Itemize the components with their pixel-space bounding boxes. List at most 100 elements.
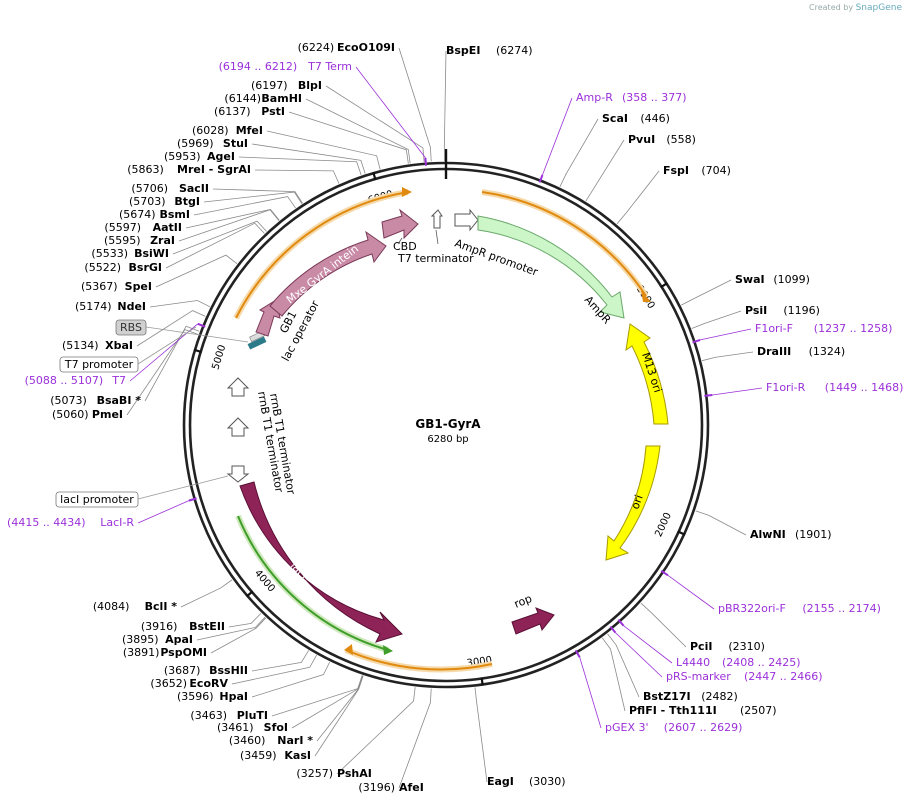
enzyme-site-pvui[interactable]: PvuI(558)	[628, 133, 696, 146]
enzyme-pos-stui: (5969)	[177, 137, 214, 150]
enzyme-site-kasi[interactable]: KasI(3459)	[240, 749, 311, 762]
enzyme-name-bsshii: BssHII	[209, 664, 248, 677]
enzyme-site-bcli[interactable]: BclI *(4084)	[93, 600, 177, 613]
ampr-promoter-feature[interactable]	[454, 208, 479, 232]
rrnb-terminator-1-feature[interactable]	[226, 377, 250, 397]
enzyme-pos-bsabi: (5073)	[50, 394, 87, 407]
enzyme-site-bsshii[interactable]: BssHII(3687)	[164, 664, 248, 677]
laci-feature[interactable]	[239, 481, 403, 643]
m13-ori-feature[interactable]	[625, 323, 669, 425]
enzyme-site-scai[interactable]: ScaI(446)	[602, 112, 670, 125]
enzyme-site-bsrgi[interactable]: BsrGI(5522)	[84, 261, 162, 274]
enzyme-site-hpai[interactable]: HpaI(3596)	[177, 690, 248, 703]
enzyme-connector-mrei-sgrai	[254, 169, 340, 184]
enzyme-connector-aatii	[185, 208, 280, 229]
laci-green-arc-head	[383, 645, 393, 655]
enzyme-name-fspi: FspI	[663, 164, 689, 177]
enzyme-site-ecorv[interactable]: EcoRV(3652)	[150, 677, 228, 690]
enzyme-site-afei[interactable]: AfeI(3196)	[358, 781, 423, 794]
rrnb-terminator-2-feature[interactable]	[226, 417, 250, 437]
cbd-feature[interactable]	[381, 208, 419, 240]
plasmid-size: 6280 bp	[427, 434, 468, 445]
enzyme-pos-bcli: (4084)	[93, 600, 130, 613]
enzyme-site-bsmi[interactable]: BsmI(5674)	[119, 208, 190, 221]
enzyme-site-sfoi[interactable]: SfoI(3461)	[217, 721, 288, 734]
ori-feature[interactable]	[605, 445, 661, 561]
enzyme-site-pshai[interactable]: PshAI(3257)	[296, 767, 371, 780]
enzyme-site-stui[interactable]: StuI(5969)	[177, 137, 248, 150]
primer-site-laci-r[interactable]: LacI-R(4415 .. 4434)	[7, 516, 134, 529]
amp-orange-arc-head	[641, 290, 651, 302]
enzyme-connector-psii	[691, 310, 742, 329]
primer-site-prs-marker[interactable]: pRS-marker(2447 .. 2466)	[666, 670, 823, 683]
enzyme-site-bamhi[interactable]: BamHI(6144)	[224, 92, 302, 105]
enzyme-site-aatii[interactable]: AatII(5597)	[104, 221, 182, 234]
enzyme-site-ecoo109i[interactable]: EcoO109I(6224)	[298, 41, 395, 54]
rbs-boxed-label[interactable]: RBS	[115, 319, 147, 336]
enzyme-name-scai: ScaI	[602, 112, 628, 125]
laci-promoter-feature[interactable]	[226, 465, 250, 483]
enzyme-site-psti[interactable]: PstI(6137)	[214, 105, 285, 118]
enzyme-site-zrai[interactable]: ZraI(5595)	[104, 234, 175, 247]
enzyme-site-mrei-sgrai[interactable]: MreI - SgrAI(5863)	[127, 163, 251, 176]
enzyme-site-btgi[interactable]: BtgI(5703)	[129, 195, 200, 208]
enzyme-name-afei: AfeI	[399, 781, 424, 794]
laci-promoter-boxed-label[interactable]: lacI promoter	[55, 491, 139, 508]
enzyme-site-fspi[interactable]: FspI(704)	[663, 164, 731, 177]
enzyme-site-apai[interactable]: ApaI(3895)	[122, 633, 193, 646]
primer-site-amp-r[interactable]: Amp-R(358 .. 377)	[576, 91, 687, 104]
primer-site-l4440[interactable]: L4440(2408 .. 2425)	[676, 656, 801, 669]
enzyme-site-mfei[interactable]: MfeI(6028)	[192, 124, 263, 137]
enzyme-pos-pshai: (3257)	[296, 767, 333, 780]
enzyme-connector-btgi	[203, 191, 303, 205]
enzyme-pos-apai: (3895)	[122, 633, 159, 646]
enzyme-site-psii[interactable]: PsiI(1196)	[745, 304, 820, 317]
enzyme-site-bsabi[interactable]: BsaBI *(5073)	[50, 394, 141, 407]
enzyme-site-alwni[interactable]: AlwNI(1901)	[750, 528, 832, 541]
rop-feature[interactable]	[511, 607, 555, 635]
enzyme-site-agei[interactable]: AgeI(5953)	[164, 150, 235, 163]
enzyme-site-nari[interactable]: NarI *(3460)	[229, 734, 313, 747]
primer-site-t7-term[interactable]: T7 Term(6194 .. 6212)	[219, 60, 352, 73]
ampr-feature[interactable]	[477, 215, 625, 319]
enzyme-site-draiii[interactable]: DraIII(1324)	[757, 345, 845, 358]
primer-mark-f1ori-f	[692, 338, 701, 344]
enzyme-site-ndei[interactable]: NdeI(5174)	[75, 300, 146, 313]
t7-terminator-feature[interactable]	[430, 209, 443, 229]
enzyme-site-bsteii[interactable]: BstEII(3916)	[141, 620, 225, 633]
primer-site-pbr322ori-f[interactable]: pBR322ori-F(2155 .. 2174)	[718, 602, 881, 615]
enzyme-site-pspomi[interactable]: PspOMI(3891)	[123, 646, 207, 659]
enzyme-site-xbai[interactable]: XbaI(5134)	[62, 339, 133, 352]
primer-site-f1ori-f[interactable]: F1ori-F(1237 .. 1258)	[755, 322, 892, 335]
enzyme-connector-psti	[288, 111, 409, 164]
enzyme-site-bsiwi[interactable]: BsiWI(5533)	[91, 247, 169, 260]
enzyme-name-bsrgi: BsrGI	[129, 261, 162, 274]
enzyme-pos-eagi: (3030)	[529, 775, 566, 788]
enzyme-name-blpi: BlpI	[298, 79, 322, 92]
enzyme-pos-bspei: (6274)	[496, 44, 533, 57]
enzyme-site-spei[interactable]: SpeI(5367)	[81, 280, 152, 293]
primer-site-f1ori-r[interactable]: F1ori-R(1449 .. 1468)	[766, 381, 903, 394]
t7-promoter-boxed-label[interactable]: T7 promoter	[59, 356, 139, 373]
primer-site-pgex-3[interactable]: pGEX 3'(2607 .. 2629)	[605, 721, 742, 734]
enzyme-site-pflfi-tth111i[interactable]: PflFI - Tth111I(2507)	[629, 704, 777, 717]
enzyme-site-blpi[interactable]: BlpI(6197)	[251, 79, 322, 92]
enzyme-name-zrai: ZraI	[150, 234, 175, 247]
enzyme-site-swai[interactable]: SwaI(1099)	[735, 273, 810, 286]
enzyme-connector-bsmi	[193, 196, 296, 216]
enzyme-pos-pmei: (5060)	[52, 408, 89, 421]
enzyme-site-bspei[interactable]: BspEI(6274)	[446, 44, 533, 57]
enzyme-name-pmei: PmeI	[92, 408, 123, 421]
primer-range-laci-r: (4415 .. 4434)	[7, 516, 86, 529]
mxe-intein-feature[interactable]	[269, 230, 387, 317]
enzyme-site-eagi[interactable]: EagI(3030)	[487, 775, 566, 788]
enzyme-site-pcii[interactable]: PciI(2310)	[690, 640, 765, 653]
primer-site-t7[interactable]: T7(5088 .. 5107)	[25, 374, 126, 387]
enzyme-name-bsteii: BstEII	[189, 620, 225, 633]
enzyme-connector-bsrgi	[165, 222, 265, 269]
enzyme-site-sacii[interactable]: SacII(5706)	[131, 182, 209, 195]
enzyme-site-bstz17i[interactable]: BstZ17I(2482)	[643, 690, 738, 703]
enzyme-site-pmei[interactable]: PmeI(5060)	[52, 408, 123, 421]
enzyme-site-pluti[interactable]: PluTI(3463)	[190, 709, 268, 722]
enzyme-connector-bcli	[180, 579, 233, 608]
